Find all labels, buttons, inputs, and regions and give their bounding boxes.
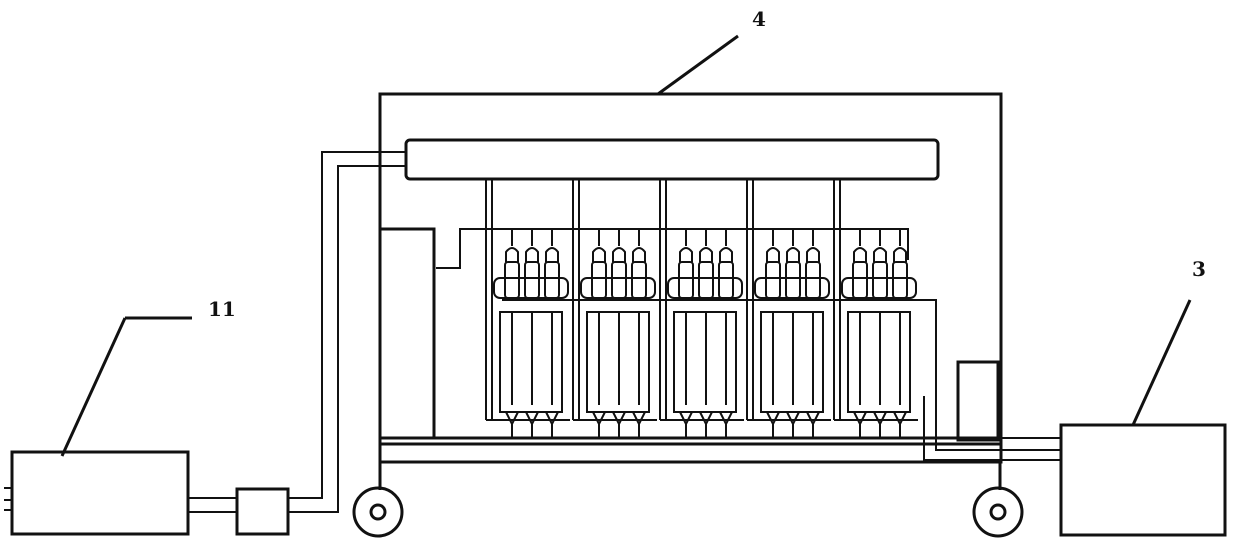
tube-3-1 <box>679 262 693 298</box>
tube-4-2 <box>786 262 800 298</box>
tube-cap-3-2 <box>700 248 712 262</box>
tube-outlet-5-3 <box>894 412 906 424</box>
tube-4-3 <box>806 262 820 298</box>
tube-cap-2-3 <box>633 248 645 262</box>
tube-collar-2 <box>581 278 655 298</box>
return-pipe <box>502 300 1060 450</box>
main-chamber <box>380 94 1060 450</box>
tube-collar-1 <box>494 278 568 298</box>
tube-cap-2-2 <box>613 248 625 262</box>
leader-lines <box>62 36 1190 456</box>
cart-platform <box>380 438 1001 462</box>
tube-cap-2-1 <box>593 248 605 262</box>
tube-5-2 <box>873 262 887 298</box>
wheel-right-hub <box>991 505 1005 519</box>
tube-outlet-2-2 <box>613 412 625 424</box>
tube-cap-5-3 <box>894 248 906 262</box>
wheel-right <box>974 488 1022 536</box>
header-manifold <box>406 140 938 179</box>
left-unit <box>4 152 406 534</box>
right-unit-box <box>1061 425 1225 535</box>
tube-outlet-3-2 <box>700 412 712 424</box>
tube-cap-5-1 <box>854 248 866 262</box>
tube-collar-5 <box>842 278 916 298</box>
tube-2-1 <box>592 262 606 298</box>
tube-cap-1-2 <box>526 248 538 262</box>
tube-outlet-5-2 <box>874 412 886 424</box>
leader-line-11 <box>62 318 125 456</box>
tube-outlet-4-2 <box>787 412 799 424</box>
tube-5-3 <box>893 262 907 298</box>
tube-4-1 <box>766 262 780 298</box>
unit-groups <box>486 179 918 438</box>
tube-5-1 <box>853 262 867 298</box>
tube-outlet-3-1 <box>680 412 692 424</box>
inline-component <box>237 489 288 534</box>
cart <box>354 438 1022 536</box>
pipe-right-a <box>924 396 1061 460</box>
tube-cap-4-3 <box>807 248 819 262</box>
tube-3-2 <box>699 262 713 298</box>
tube-cap-4-1 <box>767 248 779 262</box>
pipe-rise-inner <box>288 166 406 512</box>
tube-outlet-1-1 <box>506 412 518 424</box>
label-main-chamber: 4 <box>752 7 766 31</box>
label-right-unit: 3 <box>1192 257 1206 281</box>
side-panel-left <box>380 229 434 438</box>
tube-cap-4-2 <box>787 248 799 262</box>
wheel-left <box>354 488 402 536</box>
tube-2-2 <box>612 262 626 298</box>
tube-cap-1-3 <box>546 248 558 262</box>
distribution-pipe <box>436 229 908 268</box>
leader-line-3 <box>1133 300 1190 425</box>
tube-cap-5-2 <box>874 248 886 262</box>
tube-3-3 <box>719 262 733 298</box>
leader-line-4 <box>658 36 738 94</box>
tube-outlet-3-3 <box>720 412 732 424</box>
tube-1-1 <box>505 262 519 298</box>
right-unit <box>924 396 1225 535</box>
tube-outlet-4-1 <box>767 412 779 424</box>
tube-cap-3-3 <box>720 248 732 262</box>
label-left-unit: 11 <box>208 297 236 321</box>
pipe-rise-outer <box>288 152 406 498</box>
tube-1-3 <box>545 262 559 298</box>
tube-outlet-1-2 <box>526 412 538 424</box>
tube-outlet-4-3 <box>807 412 819 424</box>
tube-2-3 <box>632 262 646 298</box>
tube-collar-4 <box>755 278 829 298</box>
left-unit-box <box>12 452 188 534</box>
tube-cap-3-1 <box>680 248 692 262</box>
tube-cap-1-1 <box>506 248 518 262</box>
tube-outlet-5-1 <box>854 412 866 424</box>
tube-outlet-2-3 <box>633 412 645 424</box>
wheel-left-hub <box>371 505 385 519</box>
tube-outlet-2-1 <box>593 412 605 424</box>
side-box-right <box>958 362 998 440</box>
tube-1-2 <box>525 262 539 298</box>
tube-collar-3 <box>668 278 742 298</box>
tube-outlet-1-3 <box>546 412 558 424</box>
